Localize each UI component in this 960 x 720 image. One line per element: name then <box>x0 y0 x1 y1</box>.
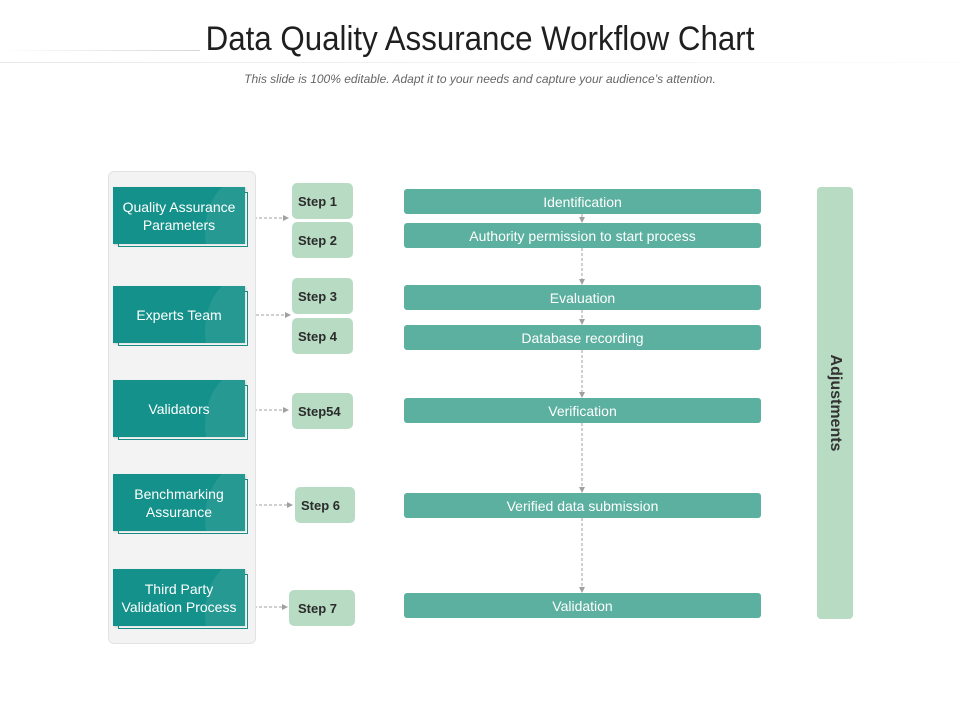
role-card-face: Experts Team <box>113 286 245 343</box>
role-label: Experts Team <box>136 306 222 323</box>
page-subtitle: This slide is 100% editable. Adapt it to… <box>244 72 716 86</box>
step-badge-3: Step 3 <box>292 278 353 314</box>
process-authority-permission: Authority permission to start process <box>404 223 761 248</box>
title-underline <box>0 62 960 63</box>
role-card-experts-team: Experts Team <box>113 286 249 346</box>
process-identification: Identification <box>404 189 761 214</box>
process-database-recording: Database recording <box>404 325 761 350</box>
adjustments-bar <box>817 187 853 619</box>
step-badge-1: Step 1 <box>292 183 353 219</box>
step-badge-2: Step 2 <box>292 222 353 258</box>
step-badge-5: Step54 <box>292 393 353 429</box>
role-label: Validators <box>148 400 210 417</box>
role-card-validators: Validators <box>113 380 249 440</box>
step-badge-6: Step 6 <box>295 487 355 523</box>
role-card-face: Validators <box>113 380 245 437</box>
title-decor-line <box>0 50 200 51</box>
step-badge-7: Step 7 <box>289 590 355 626</box>
page-title: Data Quality Assurance Workflow Chart <box>205 20 755 58</box>
process-verified-data-submission: Verified data submission <box>404 493 761 518</box>
step-badge-4: Step 4 <box>292 318 353 354</box>
process-evaluation: Evaluation <box>404 285 761 310</box>
process-verification: Verification <box>404 398 761 423</box>
process-validation: Validation <box>404 593 761 618</box>
adjustments-label: Adjustments <box>827 354 844 452</box>
